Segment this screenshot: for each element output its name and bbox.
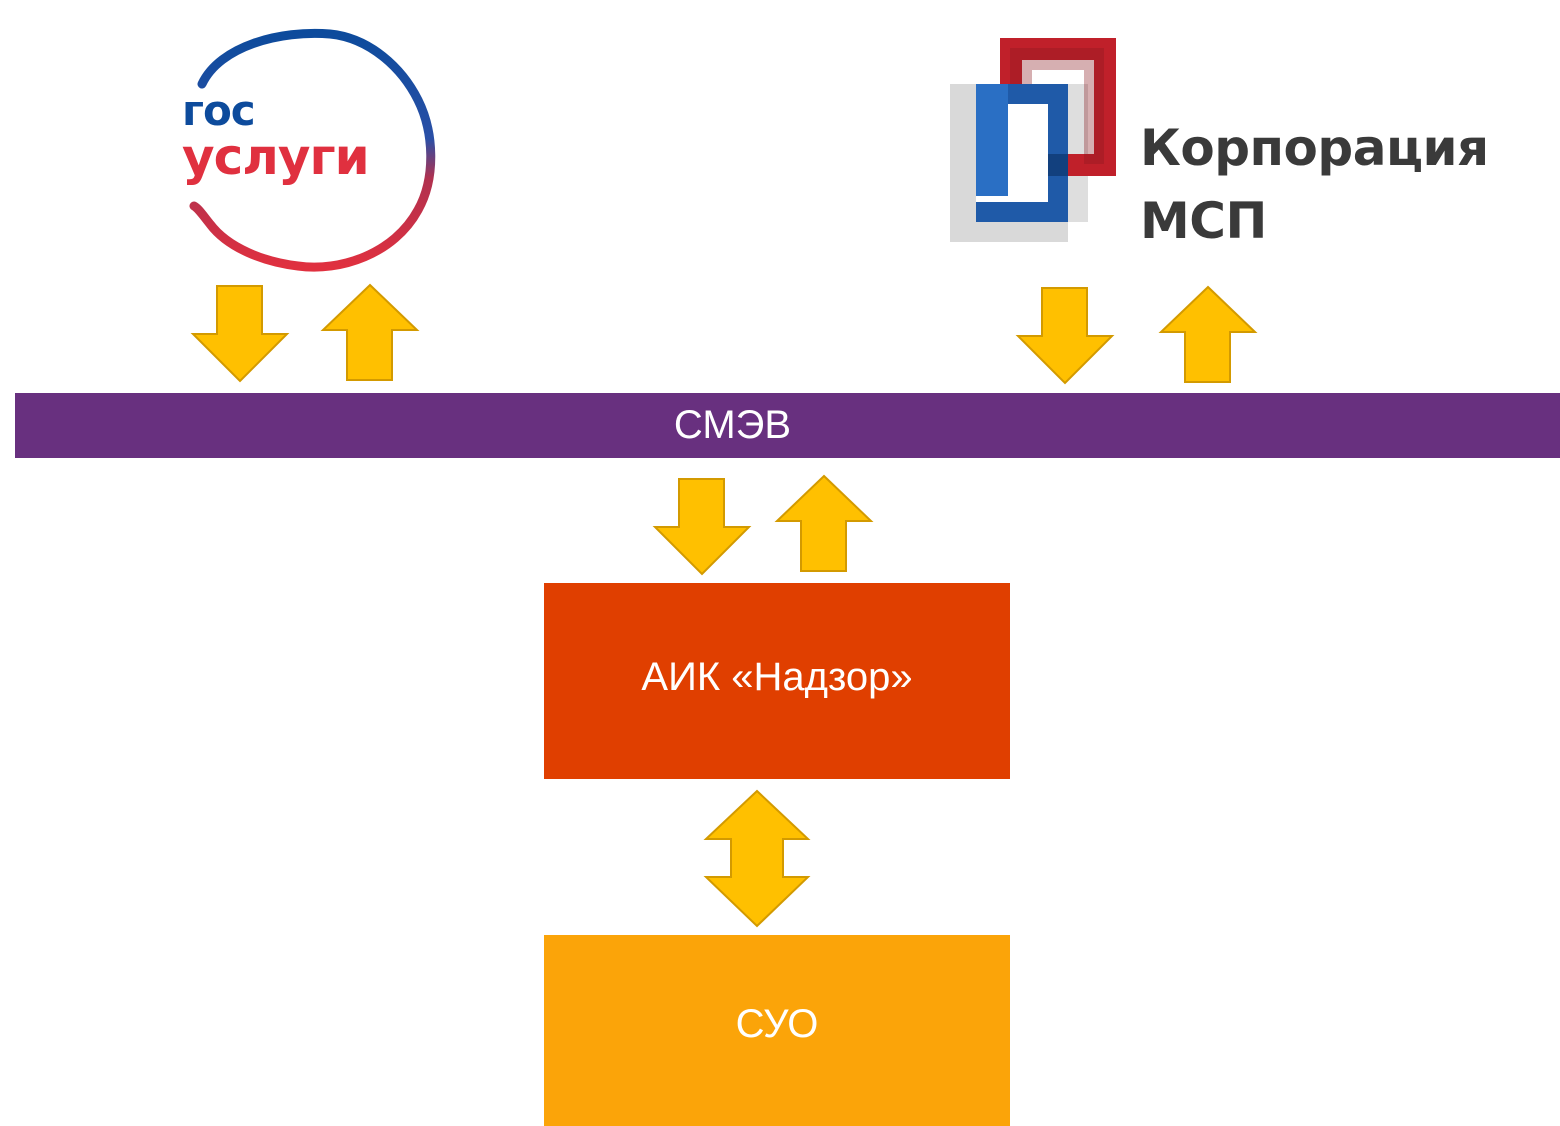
- gosuslugi-logo: [189, 28, 436, 272]
- smev-bus-label: СМЭВ: [673, 403, 792, 447]
- up-arrow-icon: [774, 474, 874, 572]
- msp-logo-emblem: [950, 38, 1116, 242]
- down-arrow-icon: [1015, 287, 1115, 385]
- up-arrow-icon: [320, 283, 420, 381]
- up-arrow-icon: [1158, 285, 1258, 383]
- smev-bus: СМЭВ: [15, 393, 1560, 458]
- suo-box: СУО: [544, 935, 1010, 1126]
- down-arrow-icon: [190, 285, 290, 383]
- msp-logo-line2: МСП: [1140, 192, 1267, 250]
- aik-nadzor-box: АИК «Надзор»: [544, 583, 1010, 779]
- down-arrow-icon: [652, 478, 752, 576]
- suo-label: СУО: [735, 1002, 819, 1046]
- gosuslugi-logo-line2: услуги: [182, 128, 370, 186]
- gosuslugi-logo-line1: гос: [182, 86, 256, 135]
- msp-logo-line1: Корпорация: [1140, 119, 1489, 177]
- aik-nadzor-label: АИК «Надзор»: [641, 654, 913, 699]
- double-arrow-icon: [703, 789, 811, 928]
